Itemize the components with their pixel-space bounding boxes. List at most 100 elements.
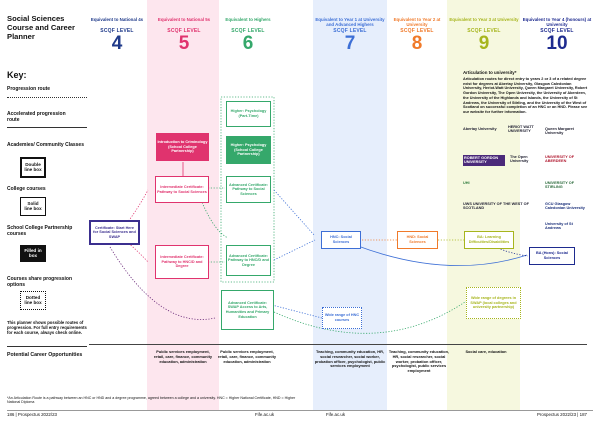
column-scqf-label: SCQF LEVEL <box>467 28 501 34</box>
column-level-number: 7 <box>344 33 356 54</box>
logo-open-university: The Open University <box>510 155 529 164</box>
key-solid-box: Solid line box <box>20 197 46 216</box>
int-cert-social-sciences[interactable]: Intermediate Certificate: Pathway to Soc… <box>155 176 209 203</box>
column-equivalent-label: Equivalent to Year 4 (honours) at Univer… <box>522 17 592 28</box>
column-scqf-label: SCQF LEVEL <box>167 28 201 34</box>
column-level-number: 10 <box>546 33 568 54</box>
footer-right-label: Prospectus 2022/23 <box>537 412 577 417</box>
key-progression-label: Progression route <box>7 86 51 92</box>
column-scqf-label: SCQF LEVEL <box>333 28 367 34</box>
column-level-number: 8 <box>411 33 423 54</box>
adv-cert-social-sciences[interactable]: Advanced Certificate: Pathway to Social … <box>226 176 271 203</box>
column-equivalent-label: Equivalent to Year 1 at University and A… <box>315 17 385 28</box>
column-bg-level-5 <box>147 0 219 410</box>
articulation-panel: Articulation to university* Articulation… <box>463 70 588 115</box>
key-college-label: College courses <box>7 186 46 192</box>
articulation-body: Articulation routes for direct entry to … <box>463 77 588 114</box>
footer-left-label: Prospectus 2022/23 <box>17 412 57 417</box>
ba-learning-difficulties[interactable]: BA: Learning Difficulties/Disabilities <box>464 231 514 249</box>
footer-left: 186 | Prospectus 2022/23 <box>7 412 57 417</box>
adv-cert-hnc-degree[interactable]: Advanced Certificate: Pathway to HNC/D a… <box>226 245 271 276</box>
key-filled-box: Filled in box <box>20 245 46 262</box>
column-scqf-label: SCQF LEVEL <box>100 28 134 34</box>
hnc-social-sciences[interactable]: HNC: Social Sciences <box>321 231 361 249</box>
route-6-to-7-hnc <box>273 189 316 237</box>
key-accelerated-line <box>7 127 87 128</box>
column-equivalent-label: Equivalent to National 4s <box>90 17 144 22</box>
column-level-number: 5 <box>178 33 190 54</box>
route-9-to-10 <box>497 247 529 257</box>
column-header-10: Equivalent to Year 4 (honours) at Univer… <box>521 17 593 54</box>
column-scqf-label: SCQF LEVEL <box>540 28 574 34</box>
column-equivalent-label: Equivalent to Year 3 at University <box>449 17 519 22</box>
key-divider <box>7 346 87 347</box>
key-planner-note: This planner shows possible routes of pr… <box>7 320 87 336</box>
key-careers-heading: Potential Career Opportunities <box>7 352 83 358</box>
hnd-social-sciences[interactable]: HND: Social Sciences <box>397 231 438 249</box>
career-level-6: Public services employment, retail, care… <box>217 349 277 364</box>
adv-cert-swap[interactable]: Advanced Certificate: SWAP Access to Art… <box>221 290 274 330</box>
logo-aberdeen: UNIVERSITY OF ABERDEEN <box>545 155 575 164</box>
column-level-number: 9 <box>478 33 490 54</box>
career-level-5: Public services employment, retail, care… <box>153 349 213 364</box>
higher-psychology-scp[interactable]: Higher: Psychology (School College Partn… <box>226 136 271 164</box>
footer-right-page: 187 <box>579 412 587 417</box>
column-equivalent-label: Equivalent to National 5s <box>157 17 211 22</box>
key-partnership-label: School College Partnership courses <box>7 225 73 237</box>
footer-right: Prospectus 2022/23 | 187 <box>537 412 587 417</box>
key-dotted-box: Dotted line box <box>20 291 46 310</box>
page-title: Social Sciences Course and Career Planne… <box>7 14 75 41</box>
careers-divider <box>89 344 587 345</box>
logo-uws: UWS UNIVERSITY OF THE WEST OF SCOTLAND <box>463 202 529 211</box>
footer-site-left[interactable]: Fife.ac.uk <box>255 412 275 417</box>
route-6b-to-7-hnc <box>273 239 316 261</box>
key-progression-line <box>7 97 87 98</box>
column-header-7: Equivalent to Year 1 at University and A… <box>313 17 387 54</box>
career-level-7: Teaching, community education, HR, socia… <box>314 349 386 369</box>
column-level-number: 6 <box>242 33 254 54</box>
logo-qmu: Queen Margaret University <box>545 127 574 136</box>
logo-abertay: Abertay University <box>463 127 497 131</box>
career-level-8: Teaching, community education, HR, socia… <box>388 349 450 374</box>
higher-psychology-pt[interactable]: Higher: Psychology (Part-Time) <box>226 101 271 127</box>
footer-left-page: 186 <box>7 412 15 417</box>
logo-uhi: UHI <box>463 181 470 185</box>
articulation-heading: Articulation to university* <box>463 70 517 75</box>
route-4-to-6-swap <box>109 246 216 320</box>
key-share-label: Courses share progression options <box>7 276 73 288</box>
ba-hons-social-sciences[interactable]: BA (Hons): Social Sciences <box>529 247 575 265</box>
logo-stirling: UNIVERSITY OF STIRLING <box>545 181 575 190</box>
wide-range-degrees[interactable]: Wide range of degrees in SWAP (local col… <box>466 287 521 319</box>
career-level-9: Social care, education <box>465 349 507 354</box>
column-bg-level-7 <box>313 0 387 410</box>
key-accelerated-label: Accelerated progression route <box>7 111 66 123</box>
logo-heriot-watt: HERIOT WATT UNIVERSITY <box>508 125 534 134</box>
footer-site-right[interactable]: Fife.ac.uk <box>326 412 346 417</box>
key-heading: Key: <box>7 70 27 80</box>
logo-rgu: ROBERT GORDON UNIVERSITY <box>463 155 505 166</box>
intro-criminology[interactable]: Introduction to Criminology (School Coll… <box>156 133 209 161</box>
footnote: *An Articulation Route is a pathway betw… <box>7 396 296 405</box>
key-academies-label: Academies/ Community Classes <box>7 142 84 148</box>
wide-range-hnc[interactable]: Wide range of HNC courses <box>322 307 362 329</box>
column-scqf-label: SCQF LEVEL <box>400 28 434 34</box>
cert-start-here[interactable]: Certificate: Start Here for Social Scien… <box>89 220 140 245</box>
logo-st-andrews: University of St Andrews <box>545 222 573 231</box>
column-level-number: 4 <box>111 33 123 54</box>
int-cert-hnc-degree[interactable]: Intermediate Certificate: Pathway to HNC… <box>155 245 209 279</box>
footer-divider <box>7 410 593 411</box>
column-bg-level-9 <box>447 0 520 410</box>
column-scqf-label: SCQF LEVEL <box>231 28 265 34</box>
key-double-box: Double line box <box>20 157 46 178</box>
route-accelerated-hnc-to-ba <box>357 245 528 266</box>
column-equivalent-label: Equivalent to Highers <box>225 17 271 22</box>
route-6-to-7-wide <box>271 304 323 319</box>
route-swap-to-degree <box>273 299 469 334</box>
column-equivalent-label: Equivalent to Year 2 at University <box>393 17 441 28</box>
logo-gcu: GCU Glasgow Caledonian University <box>545 202 585 211</box>
